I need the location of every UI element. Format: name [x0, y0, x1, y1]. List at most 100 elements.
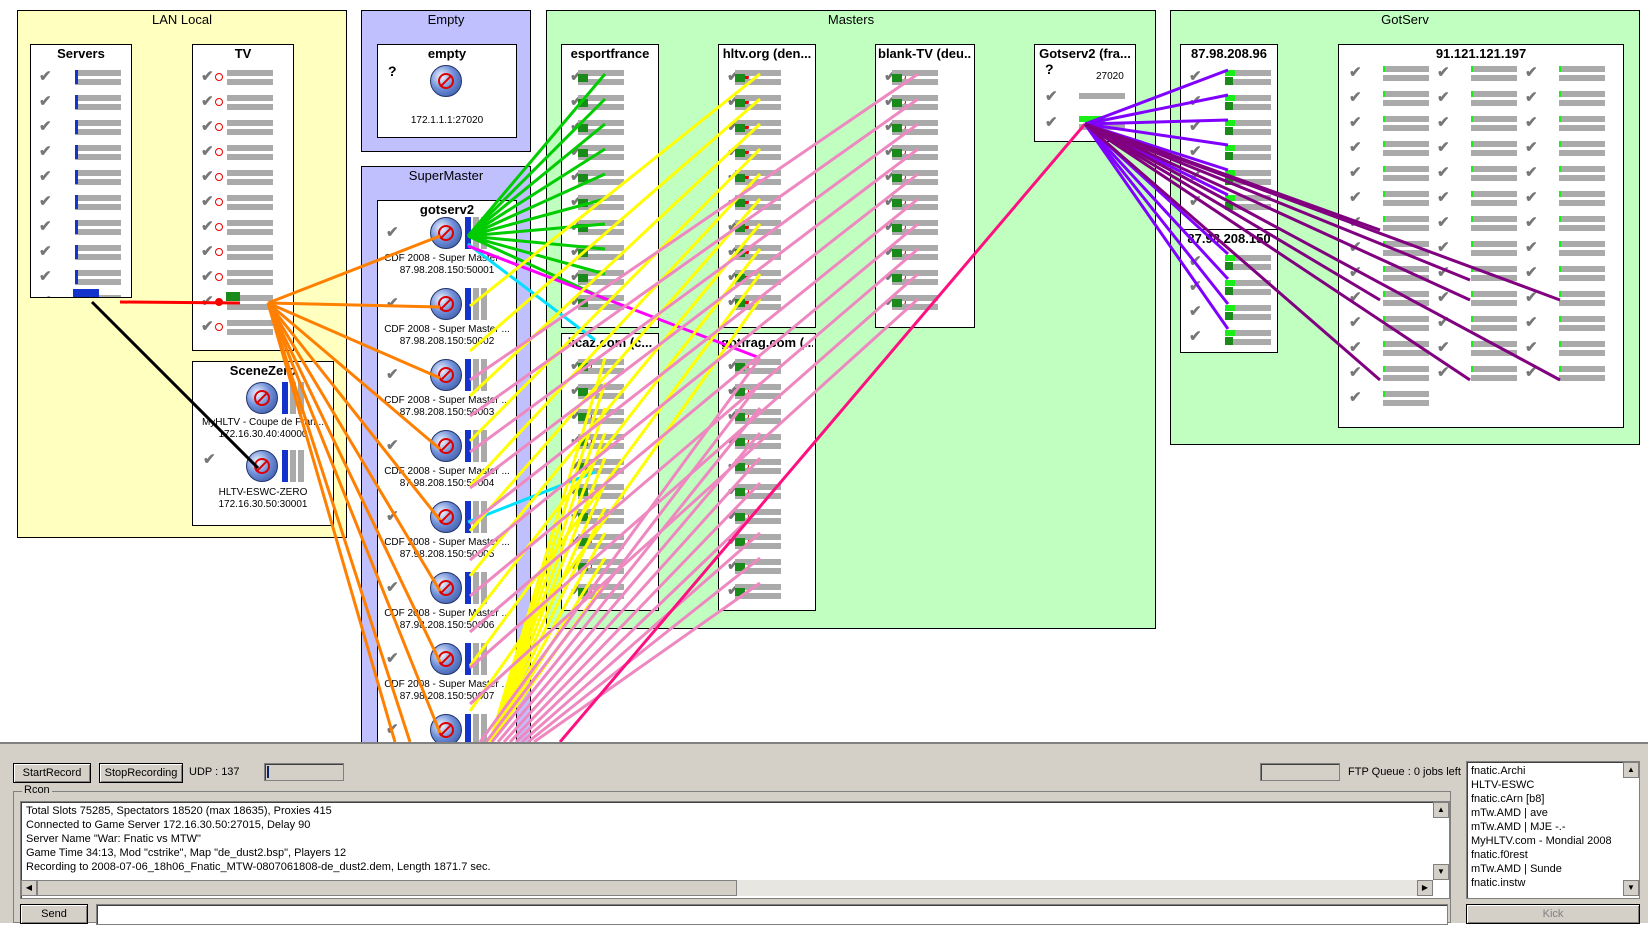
slot-marker: [1559, 66, 1561, 72]
slot-marker: [1471, 116, 1473, 122]
rcon-command-input[interactable]: [96, 904, 1448, 925]
node-title: Gotserv2 (fra...: [1039, 46, 1131, 61]
status-icon: [215, 273, 223, 281]
node-ip-87-98-208-96[interactable]: 87.98.208.96 ✔✔✔✔✔✔: [1180, 44, 1278, 230]
scroll-left-button[interactable]: ◀: [21, 880, 37, 896]
globe-icon[interactable]: [246, 382, 278, 414]
slot-bar: [1559, 366, 1605, 372]
check-icon: ✔: [1525, 239, 1538, 256]
player-item[interactable]: MyHLTV.com - Mondial 2008: [1471, 835, 1612, 847]
rcon-log[interactable]: Total Slots 75285, Spectators 18520 (max…: [20, 801, 1450, 899]
slot-bar: [1079, 93, 1125, 99]
slot-marker: [578, 274, 588, 282]
slot-marker: [735, 438, 745, 446]
player-item[interactable]: fnatic.Archi: [1471, 765, 1526, 777]
player-item[interactable]: fnatic.instw: [1471, 877, 1526, 889]
slot-bar: [290, 450, 296, 482]
stop-recording-button[interactable]: StopRecording: [99, 763, 183, 783]
scroll-right-button[interactable]: ▶: [1417, 880, 1433, 896]
globe-icon[interactable]: [430, 714, 462, 742]
node-servers[interactable]: Servers ✔✔✔✔✔✔✔✔✔✔: [30, 44, 132, 298]
slot-bar: [75, 195, 121, 201]
check-icon: ✔: [39, 218, 52, 235]
globe-icon[interactable]: [430, 65, 462, 97]
slot-marker: [1559, 166, 1561, 172]
scroll-thumb[interactable]: [37, 880, 737, 896]
check-icon: ✔: [203, 451, 216, 468]
slot-bar: [75, 104, 121, 110]
node-blank-tv[interactable]: blank-TV (deu... ✔✔✔✔✔✔✔✔✔✔: [875, 44, 975, 328]
slot-bar: [75, 170, 121, 176]
node-hltv[interactable]: hltv.org (den... ✔✔✔✔✔✔✔✔✔✔: [718, 44, 816, 328]
supermaster-address: 87.98.208.150:50004: [399, 478, 495, 489]
globe-icon[interactable]: [430, 501, 462, 533]
player-item[interactable]: mTw.AMD | Sunde: [1471, 863, 1562, 875]
globe-icon[interactable]: [430, 430, 462, 462]
node-iicaz[interactable]: iicaz.com (c... ✔✔✔✔✔✔✔✔✔✔: [561, 333, 659, 611]
slot-bar: [1559, 191, 1605, 197]
player-item[interactable]: mTw.AMD | ave: [1471, 807, 1548, 819]
slot-marker: [578, 438, 588, 446]
node-gotfrag[interactable]: gotfrag.com (... ✔✔✔✔✔✔✔✔✔✔: [718, 333, 816, 611]
node-ip-87-98-208-150[interactable]: 87.98.208.150 ✔✔✔✔: [1180, 229, 1278, 353]
check-icon: ✔: [201, 218, 214, 235]
node-ip-91-121-121-197[interactable]: 91.121.121.197 ✔✔✔✔✔✔✔✔✔✔✔✔✔✔✔✔✔✔✔✔✔✔✔✔✔…: [1338, 44, 1624, 428]
player-item[interactable]: mTw.AMD | MJE -.-: [1471, 821, 1566, 833]
check-icon: ✔: [1437, 139, 1450, 156]
slot-bar: [1383, 291, 1429, 297]
scroll-down-button[interactable]: ▼: [1433, 864, 1449, 880]
check-icon: ✔: [386, 366, 399, 383]
group-title: LAN Local: [152, 12, 212, 27]
horizontal-scrollbar[interactable]: ◀ ▶: [21, 880, 1433, 896]
globe-icon[interactable]: [430, 643, 462, 675]
slot-marker: [578, 563, 588, 571]
slot-bar: [473, 501, 479, 533]
slot-bar: [1383, 125, 1429, 131]
slot-bar: [1471, 100, 1517, 106]
player-item[interactable]: fnatic.f0rest: [1471, 849, 1528, 861]
node-empty[interactable]: empty ? 172.1.1.1:27020: [377, 44, 517, 138]
node-gotserv2-fra[interactable]: Gotserv2 (fra... ? 27020 ✔ ✔: [1034, 44, 1136, 142]
list-scroll-down-button[interactable]: ▼: [1623, 880, 1639, 896]
globe-icon[interactable]: [246, 450, 278, 482]
globe-icon[interactable]: [430, 217, 462, 249]
log-line: Recording to 2008-07-06_18h06_Fnatic_MTW…: [26, 861, 491, 873]
check-icon: ✔: [1349, 239, 1362, 256]
check-icon: ✔: [1525, 364, 1538, 381]
globe-icon[interactable]: [430, 288, 462, 320]
slot-marker: [1471, 291, 1473, 297]
player-item[interactable]: fnatic.cArn [b8]: [1471, 793, 1545, 805]
slot-bar: [1559, 350, 1605, 356]
list-scroll-up-button[interactable]: ▲: [1623, 762, 1639, 778]
check-icon: ✔: [1349, 314, 1362, 331]
slot-marker: [75, 70, 78, 84]
slot-bar: [1383, 316, 1429, 322]
node-gotserv2[interactable]: gotserv2 ✔CDF 2008 - Super Master ...87.…: [377, 200, 517, 742]
slot-bar: [1383, 400, 1429, 406]
slot-bar: [465, 430, 471, 462]
proxy-topology-canvas[interactable]: LAN Local Empty SuperMaster Masters GotS…: [0, 0, 1648, 742]
node-tv[interactable]: TV ✔✔✔✔✔✔✔✔✔✔✔: [192, 44, 294, 351]
start-record-button[interactable]: StartRecord: [13, 763, 91, 783]
check-icon: ✔: [1437, 289, 1450, 306]
slot-marker: [1471, 341, 1473, 347]
check-icon: ✔: [1349, 164, 1362, 181]
slot-bar: [473, 217, 479, 249]
slot-marker: [1383, 91, 1385, 97]
slot-marker: [1383, 66, 1385, 72]
send-button[interactable]: Send: [20, 904, 88, 924]
slot-marker: [1225, 280, 1235, 286]
node-scenezero[interactable]: SceneZero MyHLTV - Coupe de Fran... 172.…: [192, 361, 334, 526]
scroll-up-button[interactable]: ▲: [1433, 802, 1449, 818]
node-title: blank-TV (deu...: [878, 46, 972, 61]
slot-bar: [1383, 66, 1429, 72]
globe-icon[interactable]: [430, 572, 462, 604]
kick-button[interactable]: Kick: [1466, 904, 1640, 924]
player-item[interactable]: HLTV-ESWC: [1471, 779, 1535, 791]
slot-bar: [1559, 216, 1605, 222]
globe-icon[interactable]: [430, 359, 462, 391]
node-esportfrance[interactable]: esportfrance ✔✔✔✔✔✔✔✔✔✔: [561, 44, 659, 328]
log-line: Game Time 34:13, Mod "cstrike", Map "de_…: [26, 847, 347, 859]
globe-sign: [438, 580, 454, 596]
